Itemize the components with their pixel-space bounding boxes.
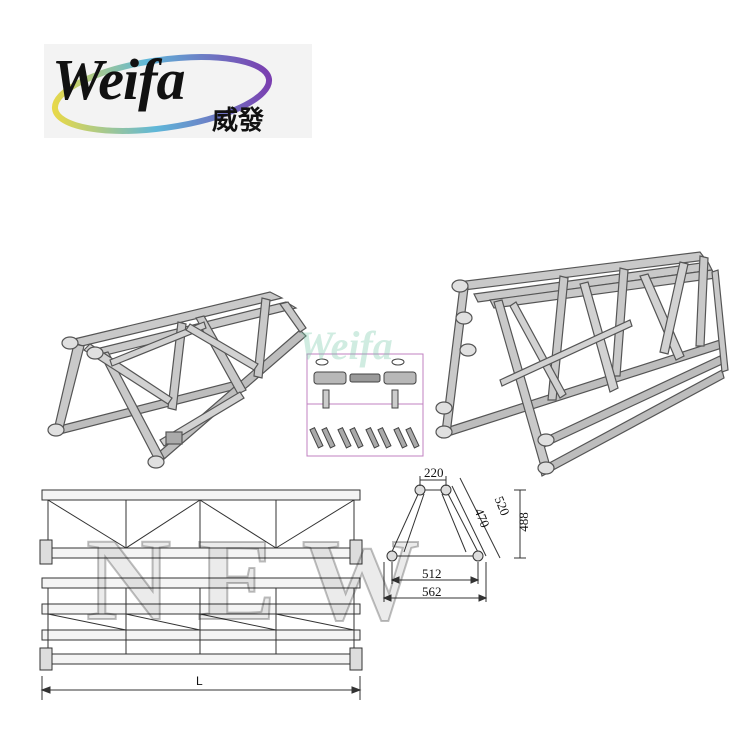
dim-outer-base: 562 (422, 584, 442, 599)
logo-wordmark: Weifa (52, 47, 185, 112)
brand-logo: Weifa 威發 (44, 44, 312, 138)
new-watermark: NEW (85, 513, 446, 646)
dim-height: 488 (515, 512, 531, 532)
dim-top-width: 220 (424, 465, 444, 480)
logo-ghost-watermark: Weifa (298, 323, 393, 368)
truss-3d-left (47, 291, 307, 469)
dim-length: L (196, 674, 203, 688)
truss-cross-section (382, 476, 526, 602)
truss-side-elevation (39, 489, 363, 700)
logo-swoosh-icon (51, 54, 273, 134)
truss-3d-right (435, 251, 729, 477)
connector-parts-box (306, 353, 424, 457)
logo-chinese: 威發 (212, 106, 265, 136)
dim-inner-base: 512 (422, 566, 442, 581)
